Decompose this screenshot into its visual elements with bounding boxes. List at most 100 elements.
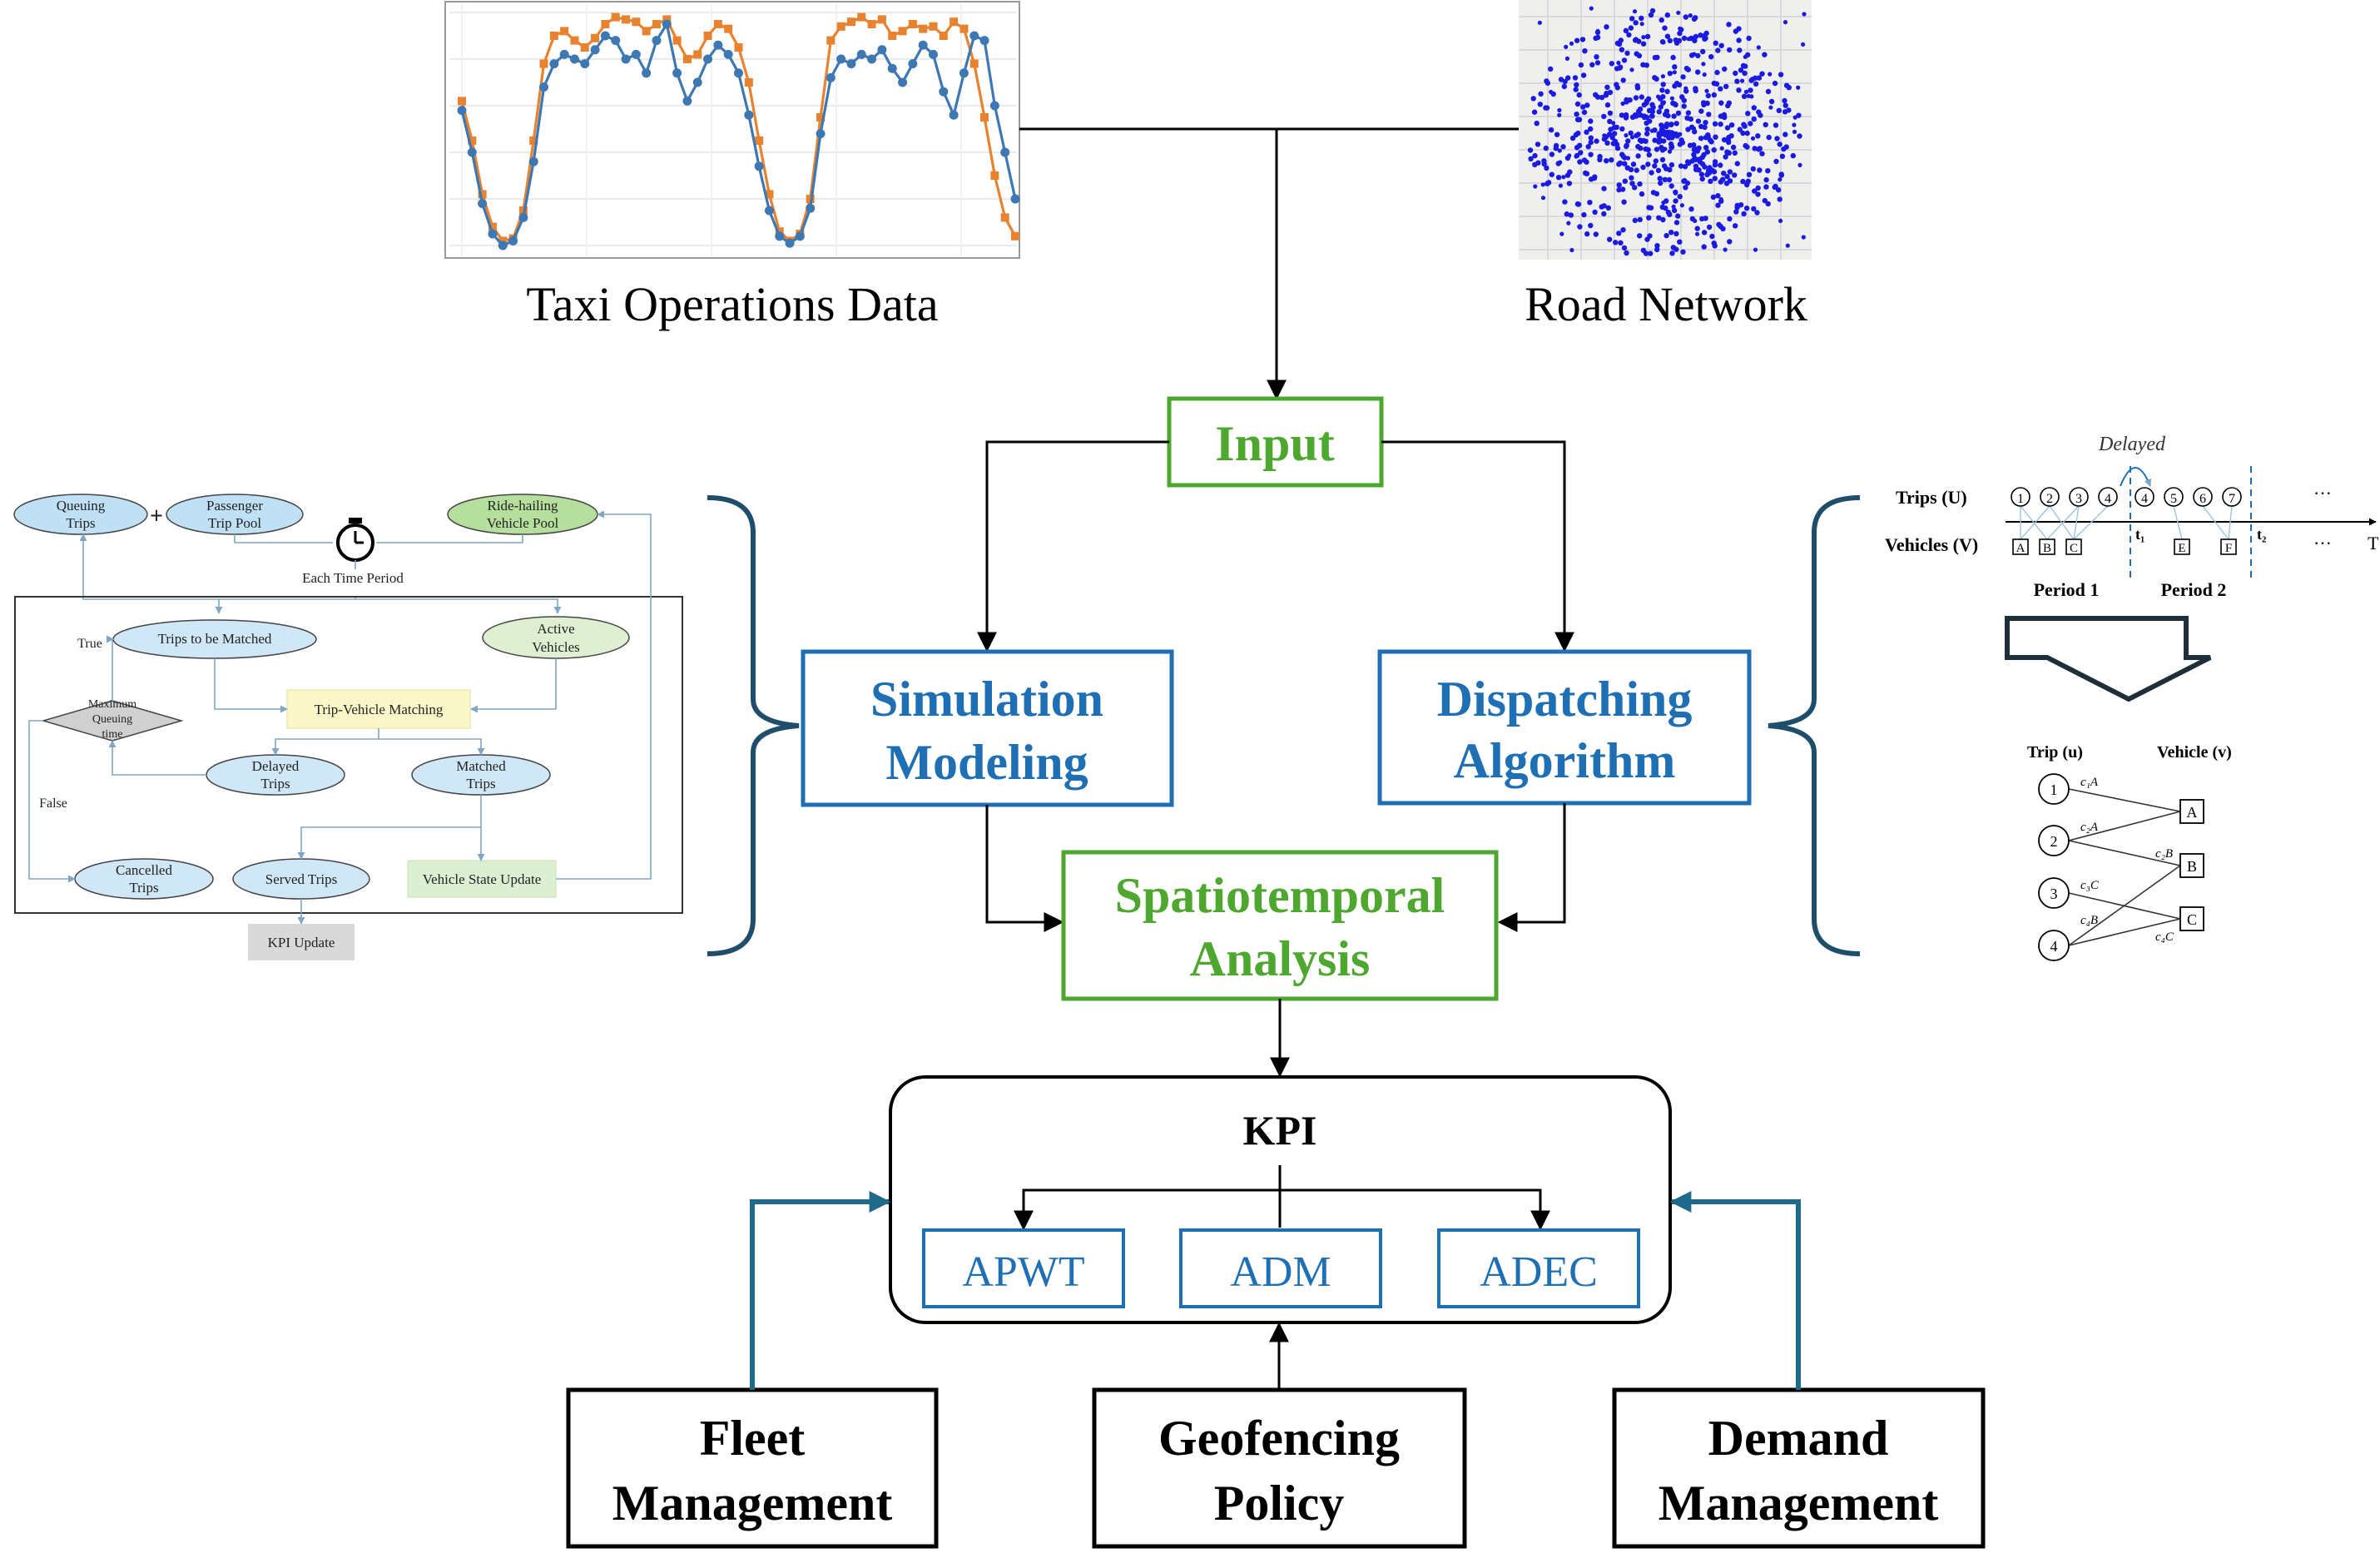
map-node: [1682, 164, 1688, 170]
map-node: [1782, 97, 1787, 104]
map-node: [1574, 82, 1579, 88]
chart-point: [498, 236, 508, 246]
chart-point: [979, 36, 989, 46]
vehicle-node: [2039, 538, 2055, 555]
map-node: [1664, 33, 1671, 39]
chart-point: [559, 49, 569, 59]
map-node: [1557, 107, 1562, 113]
map-node: [1662, 176, 1668, 182]
trip-node-label: 5: [2170, 492, 2177, 506]
chart-point: [939, 87, 949, 97]
map-node: [1613, 240, 1619, 246]
map-node: [1661, 100, 1666, 105]
map-node: [1655, 167, 1662, 173]
map-node: [1748, 121, 1753, 127]
map-node: [1661, 200, 1666, 206]
chart-point: [734, 43, 743, 52]
chart-point: [622, 15, 631, 24]
chart-point: [785, 238, 795, 248]
map-node: [1668, 161, 1675, 168]
map-node: [1530, 96, 1536, 102]
map-node: [1796, 112, 1802, 118]
map-node: [1646, 215, 1652, 221]
map-node: [1748, 87, 1753, 93]
chart-point: [898, 77, 908, 87]
map-node: [1662, 25, 1668, 31]
trip-node: [2193, 487, 2213, 507]
map-node: [1732, 150, 1738, 156]
map-node: [1669, 135, 1675, 141]
map-node: [1634, 132, 1639, 139]
map-node: [1574, 112, 1579, 117]
chart-point: [652, 36, 662, 46]
map-node: [1727, 47, 1733, 53]
timeline-link: [2020, 505, 2050, 540]
trip-node-label: 6: [2199, 492, 2206, 506]
map-node: [1776, 187, 1782, 193]
chart-point: [457, 106, 467, 116]
map-node: [1678, 131, 1683, 136]
map-node: [1733, 209, 1739, 215]
bipartite-trip-node: [2038, 825, 2070, 856]
map-node: [1629, 67, 1634, 72]
map-node: [1753, 247, 1758, 252]
trip-node-label: 2: [2046, 492, 2053, 506]
adm-label: ADM: [1230, 1248, 1331, 1296]
map-node: [1718, 122, 1723, 127]
map-node: [1648, 205, 1654, 211]
map-node: [1686, 37, 1691, 42]
bipartite-vehicle-label: C: [2187, 911, 2197, 928]
map-node: [1740, 130, 1746, 136]
map-node: [1723, 181, 1730, 186]
fleet-label-line2: Management: [612, 1476, 893, 1531]
bipartite-trip-label: 3: [2050, 886, 2058, 902]
map-node: [1639, 22, 1644, 27]
bipartite-edge: [2068, 811, 2181, 841]
chart-point: [816, 129, 826, 139]
simulation-label-line2: Modeling: [885, 735, 1088, 790]
ridehailing-pool-label-1: Ride-hailing: [488, 498, 558, 514]
right-brace: [1768, 495, 1861, 956]
map-node: [1624, 143, 1629, 149]
timeline-link: [2073, 505, 2080, 540]
simulation-modeling-box: Simulation Modeling: [801, 649, 1174, 807]
map-node: [1668, 183, 1674, 189]
map-node: [1671, 207, 1678, 214]
map-node: [1691, 151, 1697, 157]
map-node: [1721, 112, 1728, 118]
vehicle-node: [2065, 538, 2082, 555]
map-node: [1778, 218, 1783, 223]
bipartite-trip-node: [2038, 930, 2070, 961]
map-node: [1614, 141, 1620, 147]
map-node: [1683, 14, 1689, 20]
map-node: [1673, 191, 1678, 196]
bipartite-edge: [2068, 918, 2181, 946]
map-node: [1726, 22, 1732, 27]
map-node: [1733, 28, 1738, 34]
map-node: [1773, 158, 1779, 165]
map-node: [1643, 138, 1649, 144]
map-node: [1703, 145, 1709, 151]
map-node: [1537, 20, 1542, 25]
map-node: [1778, 171, 1784, 177]
map-node: [1714, 69, 1720, 76]
map-node: [1790, 152, 1796, 159]
map-node: [1644, 131, 1650, 136]
map-node: [1578, 62, 1584, 68]
chart-point: [549, 32, 558, 40]
map-node: [1620, 101, 1625, 107]
map-node: [1672, 70, 1677, 75]
map-node: [1639, 191, 1645, 197]
chart-point: [621, 54, 631, 64]
chart-point: [631, 49, 641, 59]
policy-arrows: [750, 1191, 1801, 1390]
map-node: [1673, 220, 1680, 226]
map-node: [1639, 15, 1644, 22]
map-node: [1708, 54, 1714, 60]
map-node: [1594, 138, 1599, 144]
map-node: [1702, 164, 1708, 170]
map-node: [1703, 120, 1708, 126]
map-node: [1549, 89, 1554, 95]
map-node: [1646, 107, 1653, 113]
